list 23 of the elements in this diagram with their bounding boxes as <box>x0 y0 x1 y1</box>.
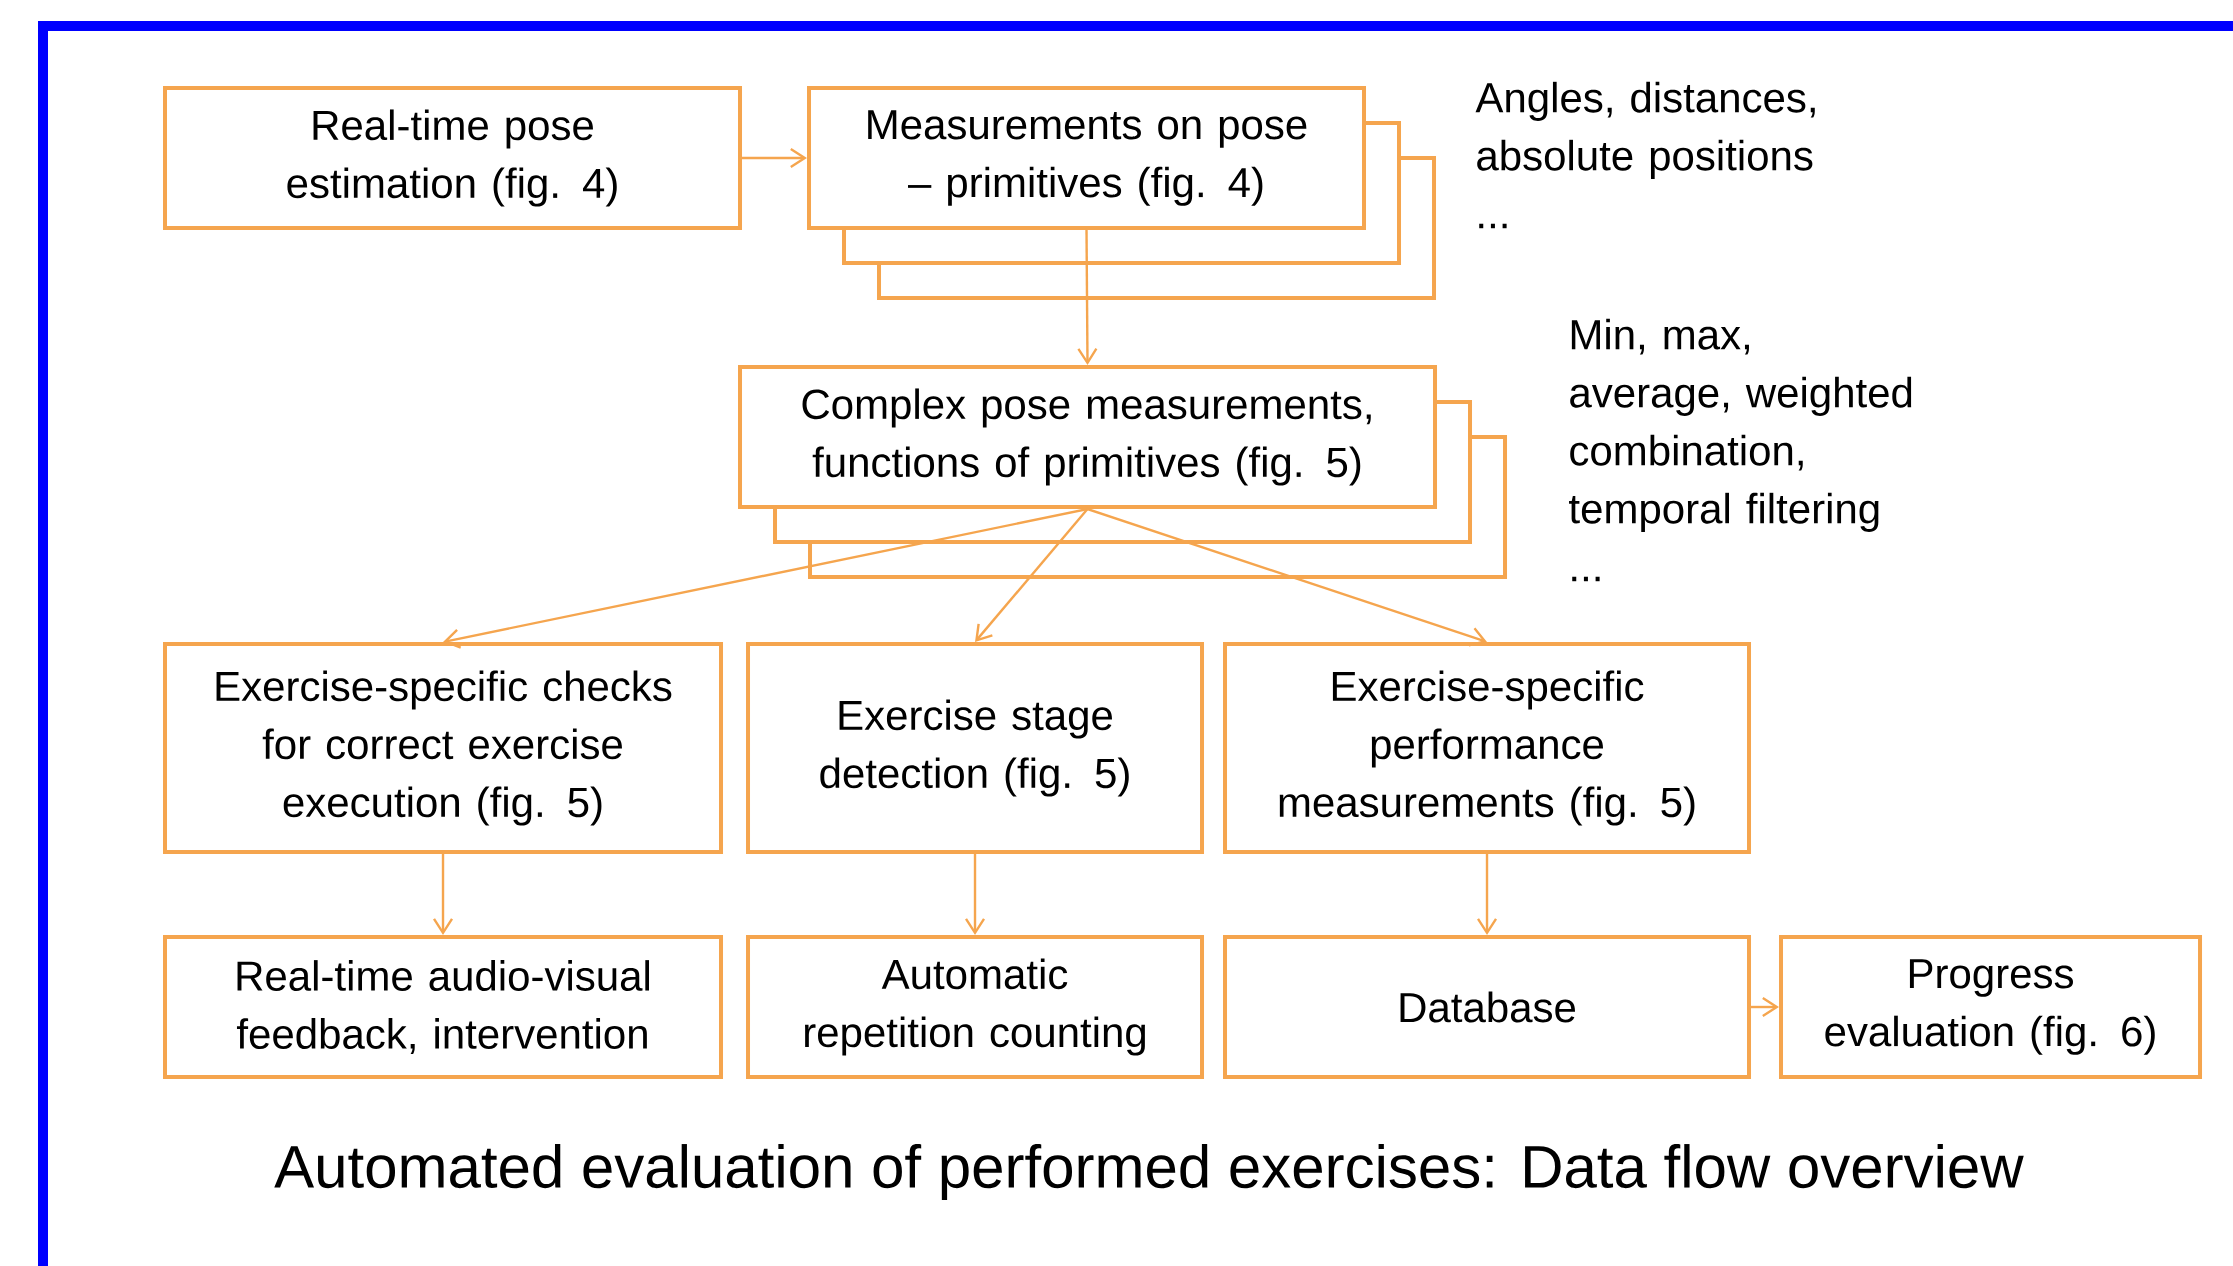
caption: Automated evaluation of performed exercises: Data flow overview <box>274 1144 2024 1200</box>
arrow <box>742 148 807 168</box>
process-box: Real-time audio-visual feedback, intervention <box>163 935 723 1079</box>
process-box: Real-time pose estimation (fig. 4) <box>163 86 742 230</box>
stacked-box: Complex pose measurements, functions of primitives (fig. 5) <box>738 365 1507 579</box>
process-box: Database <box>1223 935 1751 1079</box>
arrow <box>1477 854 1498 936</box>
process-box: Exercise-specific performance measurements (fig. 5) <box>1223 642 1751 854</box>
process-box: Exercise-specific checks for correct exercise execution (fig. 5) <box>163 642 723 854</box>
process-box: Progress evaluation (fig. 6) <box>1779 935 2202 1079</box>
note-text: Angles, distances, absolute positions ... <box>1475 81 1815 229</box>
arrow <box>1077 230 1098 365</box>
stacked-box: Measurements on pose – primitives (fig. 4) <box>807 86 1436 300</box>
process-box: Automatic repetition counting <box>746 935 1204 1079</box>
node-label: Measurements on pose <box>868 110 1307 148</box>
arrow <box>443 507 1088 649</box>
arrow <box>975 508 1089 642</box>
arrow <box>965 854 986 936</box>
arrow <box>433 854 454 936</box>
process-box: Exercise stage detection (fig. 5) <box>746 642 1204 854</box>
arrow <box>1751 997 1779 1017</box>
note-text: Min, max, average, weighted combination, temporal filtering ... <box>1569 318 1912 582</box>
arrow <box>1087 507 1487 647</box>
